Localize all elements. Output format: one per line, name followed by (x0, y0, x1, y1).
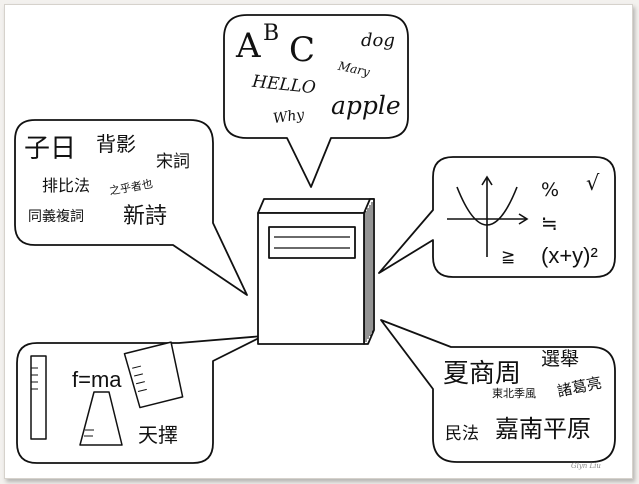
english-speech-bubble (223, 14, 409, 188)
symbol-percent: % (541, 179, 560, 201)
text-xin-shi: 新詩 (123, 204, 168, 229)
text-tian-ze: 天擇 (138, 423, 178, 447)
letter-c: C (289, 30, 316, 70)
text-xia-shang-zhou: 夏商周 (443, 359, 522, 389)
word-why: Why (272, 106, 306, 128)
artist-signature: Glyn Liu (571, 462, 601, 470)
symbol-sqrt: √ (586, 171, 600, 195)
math-expression: (x+y)² (541, 243, 598, 268)
chinese-speech-bubble (14, 119, 248, 296)
book-illustration (257, 198, 375, 345)
text-min-fa: 民法 (445, 424, 479, 444)
text-tong-yi-fu-ci: 同義複詞 (28, 209, 84, 225)
math-speech-bubble (378, 156, 616, 278)
symbol-geq: ≧ (501, 247, 516, 267)
letter-a: A (236, 26, 261, 66)
lab-equipment-icon (30, 341, 184, 446)
symbol-approx: ≒ (541, 211, 558, 235)
text-dong-bei-ji-feng: 東北季風 (492, 387, 536, 400)
letter-b: B (263, 21, 280, 46)
text-jia-nan-ping-yuan: 嘉南平原 (495, 415, 591, 443)
word-dog: dog (361, 30, 395, 51)
text-bei-ying: 背影 (96, 132, 136, 156)
text-song-ci: 宋詞 (156, 152, 190, 172)
text-zi-yue: 子日 (24, 134, 77, 164)
text-pai-bi-fa: 排比法 (42, 176, 91, 195)
social-speech-bubble (380, 319, 616, 463)
illustration-drawing (14, 14, 616, 464)
illustration-canvas: A B C dog Mary HELLO Why apple 子日 背影 宋詞 … (4, 4, 633, 479)
word-apple: apple (331, 91, 401, 120)
text-xuan-ju: 選舉 (541, 348, 580, 370)
formula-f-ma: f=ma (72, 367, 122, 392)
parabola-graph-icon (447, 175, 529, 257)
